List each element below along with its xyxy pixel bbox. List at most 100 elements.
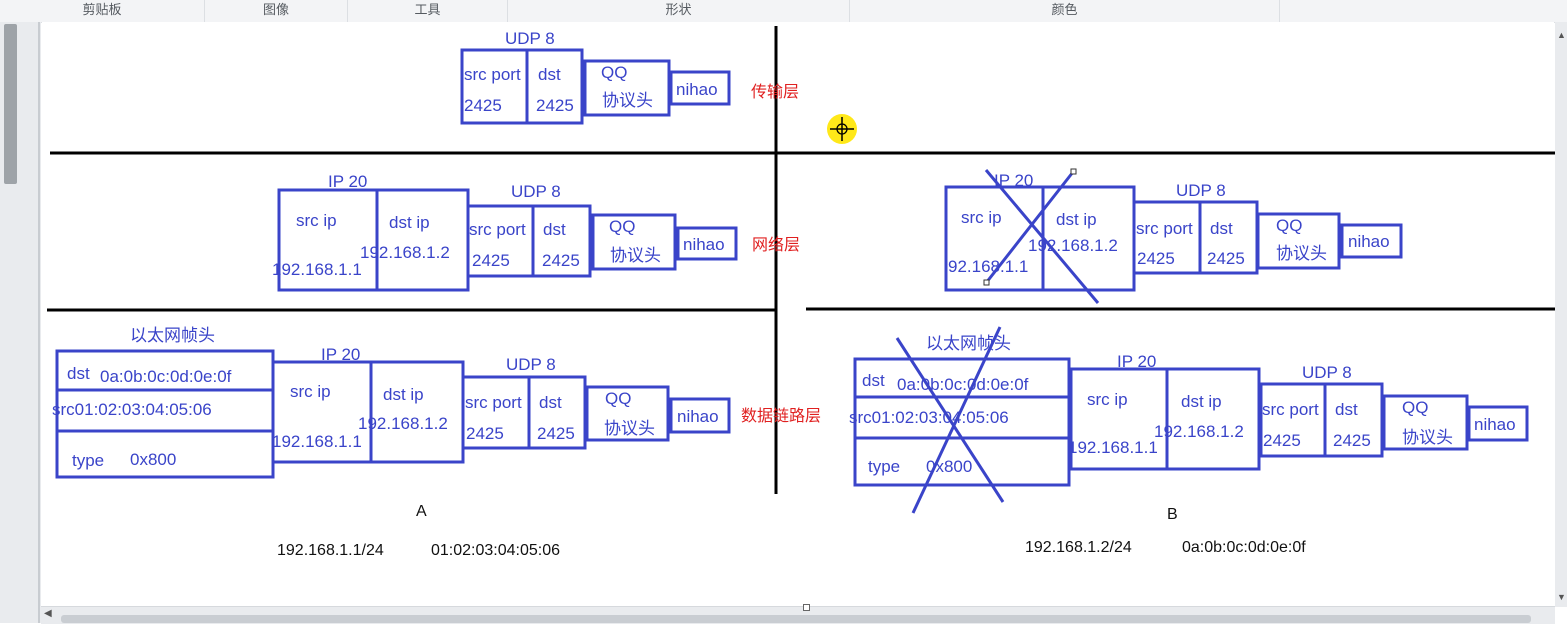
host-a-mac: 01:02:03:04:05:06 [431,542,560,559]
cross-out-eth-header-b [895,326,1005,514]
host-a-ip: 192.168.1.1/24 [277,542,384,559]
ip-header-box [1069,367,1261,471]
host-a-label: A [416,503,427,520]
udp-dst-value: 2425 [536,96,574,115]
ribbon-group-image[interactable]: 图像 [205,0,348,22]
eth-type-value: 0x800 [130,450,176,469]
eth-dst-value: 0a:0b:0c:0d:0e:0f [100,367,232,386]
udp-dst-value: 2425 [542,251,580,270]
payload-text: nihao [683,235,725,254]
qq-header-box [583,59,671,117]
udp-src-port-value: 2425 [466,424,504,443]
ip-src-value: 92.168.1.1 [948,257,1028,276]
payload-text: nihao [1474,415,1516,434]
ip-src-value: 192.168.1.1 [272,260,362,279]
payload-text: nihao [1348,232,1390,251]
ip-dst-value: 192.168.1.2 [1028,236,1118,255]
horizontal-scrollbar-thumb[interactable] [61,615,1531,623]
udp-title: UDP 8 [505,29,555,48]
payload-box [1340,223,1403,259]
network-layer-packet-a [277,188,738,292]
canvas-resize-handle[interactable] [803,604,810,611]
qq-header-box [585,385,670,442]
ip-src-label: src ip [290,382,331,401]
qq-line1: QQ [1276,216,1302,235]
qq-line2: 协议头 [610,246,661,265]
ribbon-group-clipboard[interactable]: 剪贴板 [0,0,205,22]
crosshair-cursor-icon [827,114,857,144]
udp-src-port-value: 2425 [464,96,502,115]
payload-text: nihao [677,407,719,426]
ip-dst-label: dst ip [1056,210,1097,229]
ip-title: IP 20 [321,345,360,364]
transport-layer-packet [460,48,731,125]
udp-dst-label: dst [539,393,562,412]
datalink-layer-packet-a [55,349,731,479]
drawing-canvas[interactable] [42,22,1554,606]
ribbon-group-colors[interactable]: 颜色 [850,0,1280,22]
eth-src-line: src01:02:03:04:05:06 [52,400,212,419]
qq-header-box [591,213,677,271]
qq-header-box [1382,394,1469,451]
ip-src-value: 192.168.1.1 [1068,438,1158,457]
qq-line2: 协议头 [602,91,653,110]
payload-box [676,226,738,261]
ip-dst-label: dst ip [389,213,430,232]
udp-header-box [460,48,584,125]
udp-src-port-label: src port [464,65,521,84]
host-b-mac: 0a:0b:0c:0d:0e:0f [1182,539,1306,556]
udp-header-box [1259,382,1384,458]
udp-dst-value: 2425 [1207,249,1245,268]
payload-box [669,397,731,434]
udp-src-port-value: 2425 [1263,431,1301,450]
udp-dst-value: 2425 [1333,431,1371,450]
udp-src-port-label: src port [1262,400,1319,419]
udp-title: UDP 8 [1176,181,1226,200]
udp-header-box [466,204,592,278]
scroll-down-icon[interactable]: ▼ [1557,592,1566,602]
divider-lines [47,26,1555,494]
scroll-left-icon[interactable]: ◀ [44,608,52,619]
cross-line [895,337,1005,503]
udp-src-port-label: src port [465,393,522,412]
host-b-label: B [1167,506,1178,523]
ip-dst-value: 192.168.1.2 [1154,422,1244,441]
ip-src-label: src ip [296,211,337,230]
qq-line2: 协议头 [604,419,655,438]
ip-dst-value: 192.168.1.2 [358,414,448,433]
ip-dst-label: dst ip [1181,392,1222,411]
cross-line [984,171,1075,284]
ribbon-group-tools[interactable]: 工具 [348,0,508,22]
ip-src-label: src ip [1087,390,1128,409]
udp-dst-label: dst [1335,400,1358,419]
udp-dst-value: 2425 [537,424,575,443]
host-b-ip: 192.168.1.2/24 [1025,539,1132,556]
cross-line [984,169,1100,304]
vertical-scrollbar-thumb[interactable] [4,24,17,184]
horizontal-scrollbar[interactable]: ◀ [41,606,1555,624]
payload-box [1467,405,1529,442]
ip-title: IP 20 [1117,352,1156,371]
eth-title: 以太网帧头 [130,326,215,345]
qq-header-box [1256,212,1341,270]
ip-title: IP 20 [328,172,367,191]
layer-label-datalink: 数据链路层 [741,407,821,425]
eth-header-box [853,357,1071,487]
qq-line1: QQ [1402,398,1428,417]
ribbon-group-shapes[interactable]: 形状 [508,0,850,22]
scroll-up-icon[interactable]: ▲ [1557,30,1566,40]
ip-src-value: 192.168.1.1 [272,432,362,451]
eth-dst-label: dst [67,364,90,383]
udp-dst-label: dst [543,220,566,239]
qq-line1: QQ [601,63,627,82]
udp-dst-label: dst [1210,219,1233,238]
udp-src-port-value: 2425 [472,251,510,270]
qq-line2: 协议头 [1402,428,1453,447]
selection-handle[interactable] [983,279,990,286]
qq-line2: 协议头 [1276,244,1327,263]
selection-handle[interactable] [1070,168,1077,175]
eth-dst-value: 0a:0b:0c:0d:0e:0f [897,375,1029,394]
vertical-scrollbar[interactable]: ▲ ▼ [1555,22,1567,607]
udp-title: UDP 8 [511,182,561,201]
